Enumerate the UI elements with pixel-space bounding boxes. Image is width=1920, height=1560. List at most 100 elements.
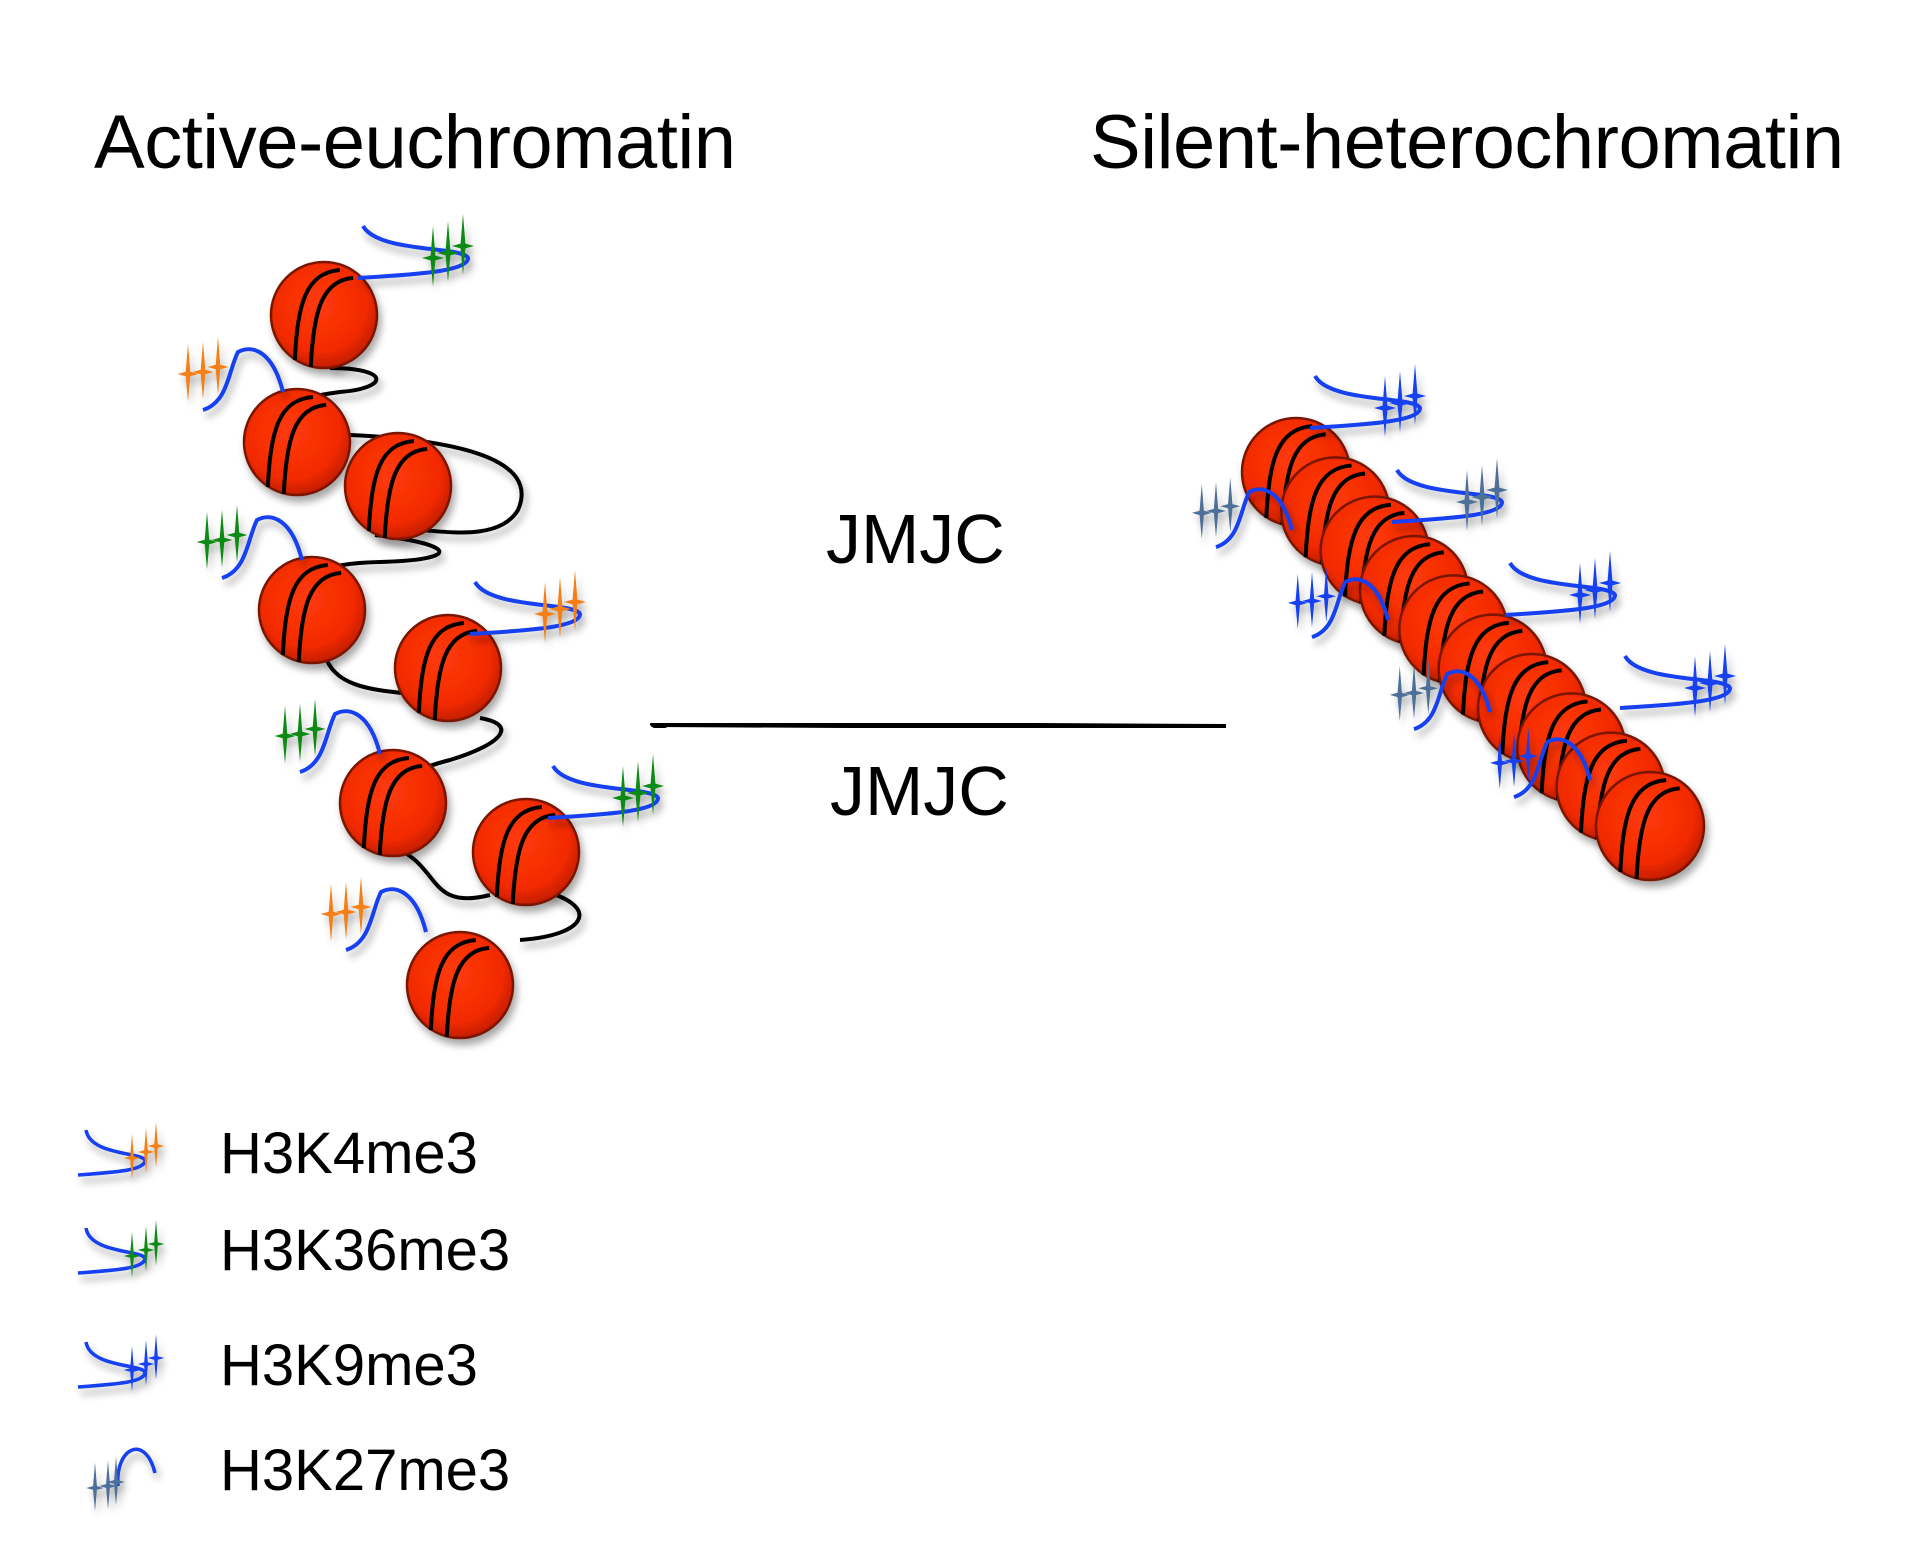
methyl-star-icon bbox=[1518, 727, 1539, 783]
methyl-star-icon bbox=[564, 570, 586, 631]
nucleosome bbox=[1594, 770, 1706, 882]
methyl-star-icon bbox=[137, 1128, 155, 1174]
heterochromatin-fiber bbox=[1191, 364, 1736, 882]
methyl-star-icon bbox=[1684, 656, 1706, 717]
linker-dna-segment bbox=[324, 533, 442, 572]
reverse-arrow bbox=[650, 706, 1227, 742]
reverse-enzyme-label: JMJC bbox=[830, 752, 1009, 830]
methyl-star-icon bbox=[289, 703, 311, 762]
methyl-star-icon bbox=[304, 698, 326, 757]
nucleosome bbox=[393, 613, 503, 723]
legend-icon-h3k36me3 bbox=[77, 1220, 165, 1278]
methyl-star-icon bbox=[1316, 567, 1337, 623]
methyl-star-icon bbox=[1699, 651, 1721, 712]
histone-tail-mark bbox=[1389, 659, 1492, 732]
histone-tail-mark bbox=[547, 754, 664, 827]
legend-icon-h3k9me3 bbox=[77, 1334, 165, 1392]
histone-tail-mark bbox=[1287, 567, 1390, 640]
methyl-star-icon bbox=[452, 214, 474, 275]
methyl-star-icon bbox=[1404, 364, 1426, 425]
nucleosome bbox=[471, 797, 581, 907]
methyl-star-icon bbox=[1714, 644, 1736, 705]
histone-tail-mark bbox=[357, 214, 474, 287]
histone-tail-mark bbox=[1504, 551, 1621, 624]
methyl-star-icon bbox=[147, 1122, 165, 1168]
methyl-star-icon bbox=[1389, 666, 1410, 721]
methyl-star-icon bbox=[350, 876, 372, 935]
methyl-star-icon bbox=[1220, 477, 1241, 533]
methyl-star-icon bbox=[86, 1462, 104, 1512]
methyl-star-icon bbox=[1418, 659, 1439, 715]
methyl-star-icon bbox=[147, 1220, 165, 1266]
methyl-star-icon bbox=[1404, 664, 1424, 719]
legend-label-h3k36me3: H3K36me3 bbox=[220, 1218, 511, 1283]
methyl-star-icon bbox=[1584, 558, 1606, 619]
histone-tail-mark bbox=[1309, 364, 1426, 437]
histone-tail-mark bbox=[320, 876, 428, 952]
methyl-star-icon bbox=[612, 766, 634, 827]
legend-icons bbox=[77, 1122, 165, 1512]
methyl-star-icon bbox=[627, 761, 649, 822]
methyl-star-icon bbox=[549, 577, 571, 638]
methyl-star-icon bbox=[320, 883, 342, 942]
methyl-star-icon bbox=[123, 1134, 141, 1180]
nucleosome bbox=[257, 555, 367, 665]
methyl-star-icon bbox=[207, 336, 229, 395]
euchromatin-fiber bbox=[177, 214, 664, 1040]
linker-dna-segment bbox=[419, 716, 504, 772]
heterochromatin-title: Silent-heterochromatin bbox=[1090, 100, 1844, 185]
methyl-star-icon bbox=[137, 1226, 155, 1272]
methyl-star-icon bbox=[1456, 470, 1478, 531]
histone-tail-mark bbox=[1191, 477, 1294, 550]
methyl-star-icon bbox=[226, 504, 248, 563]
methyl-star-icon bbox=[196, 511, 218, 570]
legend-icon-h3k27me3 bbox=[86, 1447, 157, 1512]
methyl-star-icon bbox=[422, 226, 444, 287]
methyl-star-icon bbox=[1302, 572, 1322, 627]
histone-tail-mark bbox=[469, 570, 586, 643]
methyl-star-icon bbox=[107, 1456, 125, 1506]
nucleosome bbox=[338, 748, 448, 858]
legend-icon-h3k4me3 bbox=[77, 1122, 165, 1180]
methyl-star-icon bbox=[99, 1460, 117, 1510]
legend-label-h3k27me3: H3K27me3 bbox=[220, 1438, 511, 1503]
methyl-star-icon bbox=[335, 881, 357, 940]
methyl-star-icon bbox=[147, 1334, 165, 1380]
methyl-star-icon bbox=[192, 341, 214, 400]
methyl-star-icon bbox=[1504, 732, 1524, 787]
methyl-star-icon bbox=[211, 509, 233, 568]
histone-tail-mark bbox=[274, 698, 382, 774]
methyl-star-icon bbox=[123, 1346, 141, 1392]
histone-tail-mark bbox=[1391, 458, 1508, 531]
methyl-star-icon bbox=[123, 1232, 141, 1278]
histone-tail-mark bbox=[1489, 727, 1592, 800]
euchromatin-title: Active-euchromatin bbox=[94, 100, 736, 185]
nucleosome bbox=[405, 930, 515, 1040]
legend-label-h3k9me3: H3K9me3 bbox=[220, 1333, 478, 1398]
nucleosome bbox=[242, 387, 352, 497]
nucleosome bbox=[269, 260, 379, 370]
legend-label-h3k4me3: H3K4me3 bbox=[220, 1121, 478, 1186]
methyl-star-icon bbox=[1489, 734, 1510, 789]
methyl-star-icon bbox=[274, 705, 296, 764]
histone-tail-mark bbox=[1619, 644, 1736, 717]
methyl-star-icon bbox=[1471, 465, 1493, 526]
forward-enzyme-label: JMJC bbox=[826, 500, 1005, 578]
methyl-star-icon bbox=[1599, 551, 1621, 612]
methyl-star-icon bbox=[1389, 371, 1411, 432]
methyl-star-icon bbox=[1374, 376, 1396, 437]
methyl-star-icon bbox=[1569, 563, 1591, 624]
methyl-star-icon bbox=[1486, 458, 1508, 519]
histone-tail-mark bbox=[196, 504, 304, 580]
methyl-star-icon bbox=[1191, 484, 1212, 539]
nucleosome bbox=[343, 431, 453, 541]
methyl-star-icon bbox=[1206, 482, 1226, 537]
methyl-star-icon bbox=[642, 754, 664, 815]
methyl-star-icon bbox=[437, 221, 459, 282]
methyl-star-icon bbox=[1287, 574, 1308, 629]
methyl-star-icon bbox=[177, 343, 199, 402]
methyl-star-icon bbox=[137, 1340, 155, 1386]
methyl-star-icon bbox=[534, 582, 556, 643]
histone-tail-mark bbox=[177, 336, 285, 412]
